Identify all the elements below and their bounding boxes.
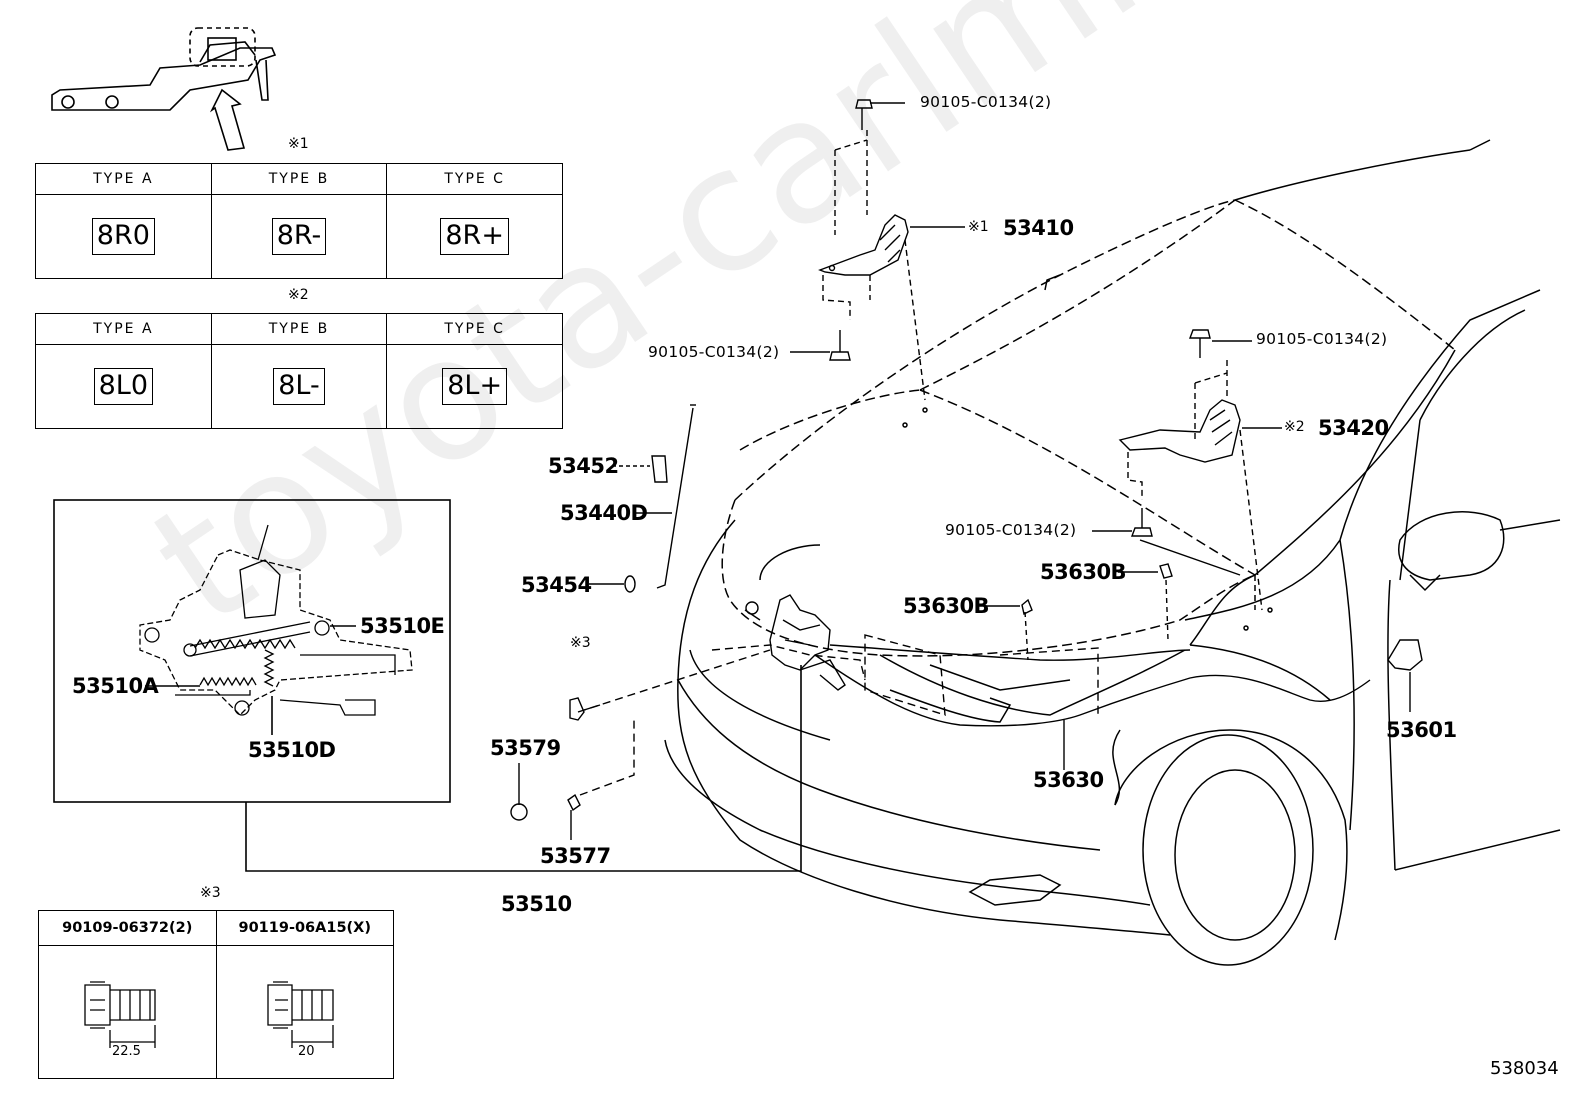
hinge-detail-illustration: [51, 27, 277, 151]
part-label-53579[interactable]: 53579: [490, 736, 561, 760]
lock-detail-illustration: [139, 524, 413, 716]
part-label-90105-left[interactable]: 90105-C0134(2): [648, 343, 780, 361]
type-header: TYPE B: [210, 163, 388, 195]
part-label-53440D[interactable]: 53440D: [560, 501, 648, 525]
type-table-1: TYPE A TYPE B TYPE C 8R0 8R- 8R+: [35, 163, 563, 279]
part-label-53510D[interactable]: 53510D: [248, 738, 336, 762]
note-mark-1: ※1: [288, 136, 309, 152]
part-label-53510[interactable]: 53510: [501, 892, 572, 916]
part-label-90105-top[interactable]: 90105-C0134(2): [920, 93, 1052, 111]
support-rod-53440D: [589, 404, 696, 593]
hinge-53410: [790, 99, 965, 401]
type-table-2: TYPE A TYPE B TYPE C 8L0 8L- 8L+: [35, 313, 563, 429]
part-label-53577[interactable]: 53577: [540, 844, 611, 868]
note-mark-1-ref: ※1: [968, 219, 989, 235]
car-body-outline: [664, 139, 1561, 966]
note-mark-2-ref: ※2: [1284, 419, 1305, 435]
type-header: TYPE C: [386, 163, 563, 195]
part-label-90105-right[interactable]: 90105-C0134(2): [1256, 330, 1388, 348]
type-header: TYPE A: [35, 163, 212, 195]
bolt-table: 90109-06372(2) 90119-06A15(X): [38, 910, 394, 1079]
note-mark-2: ※2: [288, 287, 309, 303]
release-cable-53630: [814, 563, 1423, 770]
type-code: 8L-: [273, 368, 325, 405]
part-label-53452[interactable]: 53452: [548, 454, 619, 478]
type-code: 8L+: [442, 368, 508, 405]
part-label-53510E[interactable]: 53510E: [360, 614, 445, 638]
part-label-53510A[interactable]: 53510A: [72, 674, 159, 698]
part-label-53454[interactable]: 53454: [521, 573, 592, 597]
hood-lock-53510: [510, 594, 866, 840]
part-label-90105-mid[interactable]: 90105-C0134(2): [945, 521, 1077, 539]
type-header: TYPE C: [386, 313, 563, 345]
note-mark-3: ※3: [200, 885, 221, 901]
type-code: 8L0: [93, 368, 154, 405]
bolt-part-number: 90109-06372(2): [38, 910, 217, 946]
part-label-53420[interactable]: 53420: [1318, 416, 1389, 440]
part-label-53630[interactable]: 53630: [1033, 768, 1104, 792]
bolt-length: 20: [298, 1044, 315, 1059]
part-label-53630B-a[interactable]: 53630B: [1040, 560, 1127, 584]
bolt-part-number: 90119-06A15(X): [215, 910, 394, 946]
lock-detail-box: [53, 499, 451, 803]
diagram-id: 538034: [1490, 1058, 1559, 1079]
part-label-53630B-b[interactable]: 53630B: [903, 594, 990, 618]
type-header: TYPE A: [35, 313, 212, 345]
part-label-53601[interactable]: 53601: [1386, 718, 1457, 742]
hinge-53420: [1092, 329, 1282, 611]
bolt-length: 22.5: [112, 1044, 141, 1059]
type-code: 8R0: [91, 218, 155, 255]
type-header: TYPE B: [210, 313, 388, 345]
type-code: 8R+: [440, 218, 509, 255]
note-mark-3-ref: ※3: [570, 635, 591, 651]
type-code: 8R-: [271, 218, 327, 255]
part-label-53410[interactable]: 53410: [1003, 216, 1074, 240]
